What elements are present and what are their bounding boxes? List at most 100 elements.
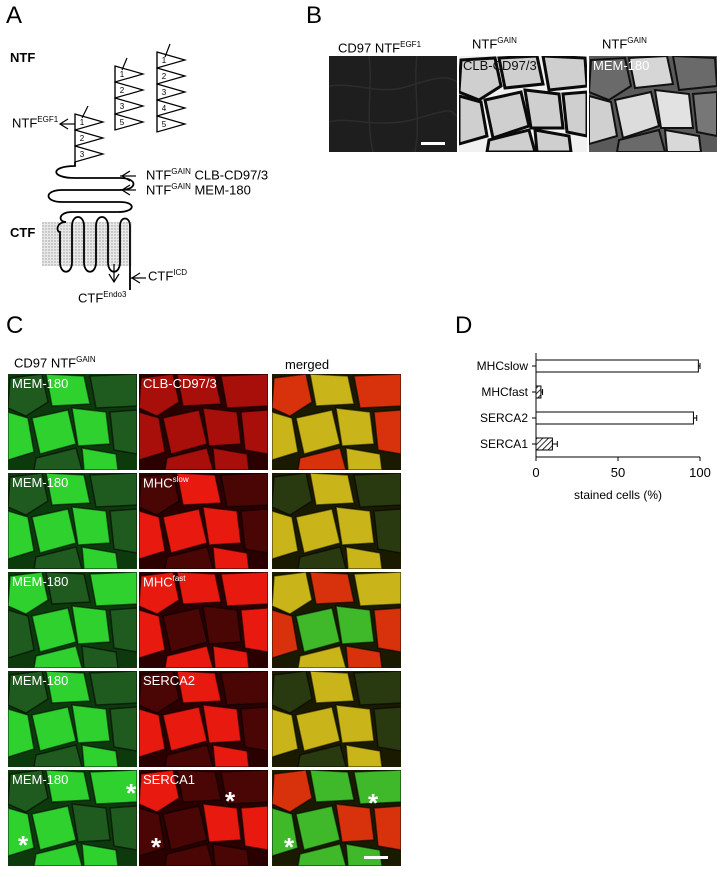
muscle-fiber (8, 807, 35, 857)
x-tick-label: 100 (689, 465, 711, 480)
antibody-ctf-endo3 (108, 264, 120, 284)
tag-red: CLB-CD97/3 (143, 376, 217, 391)
tag-green: MEM-180 (12, 574, 69, 589)
scale-bar (421, 142, 445, 145)
label-ntf-gain-mem: NTFGAIN MEM-180 (146, 182, 251, 198)
micrograph-green-row-4: MEM-180 (8, 671, 137, 767)
muscle-fiber (176, 572, 222, 605)
muscle-fiber (202, 803, 242, 843)
svg-text:2: 2 (120, 86, 125, 95)
muscle-fiber (139, 374, 180, 417)
egf-stack-short (74, 105, 106, 163)
muscle-fiber (353, 572, 401, 607)
asterisk-marker: * (151, 832, 162, 862)
muscle-fiber (8, 473, 49, 516)
bar-MHCslow (535, 359, 699, 373)
svg-text:2: 2 (80, 134, 85, 143)
tag-red: SERCA1 (143, 772, 196, 787)
muscle-fiber (109, 607, 137, 653)
label-ntf-gain-clb: NTFGAIN CLB-CD97/3 (146, 167, 269, 183)
micrograph-green-row-1: MEM-180 (8, 374, 137, 470)
muscle-fiber (295, 409, 341, 455)
muscle-fiber (33, 843, 83, 866)
muscle-fiber (272, 609, 299, 659)
micrograph-red-row-5: SERCA1** (139, 770, 268, 866)
muscle-fiber (353, 374, 401, 409)
micrograph-merged-row-1 (272, 374, 401, 470)
label-ctf-icd: CTFICD (148, 268, 188, 284)
muscle-fiber (8, 708, 35, 758)
muscle-fiber (89, 671, 137, 706)
panel-letter-b: B (306, 2, 323, 29)
muscle-fiber (139, 609, 166, 659)
muscle-fiber (202, 506, 242, 546)
panel-letter-c: C (6, 312, 24, 339)
bar-SERCA1 (535, 437, 553, 451)
muscle-fiber (272, 473, 313, 516)
muscle-fiber (71, 605, 111, 645)
svg-text:3: 3 (80, 150, 85, 159)
ctf-section-label: CTF (10, 225, 36, 240)
muscle-fiber (139, 671, 180, 714)
tag-red: MHCslow (143, 475, 189, 491)
muscle-fiber (31, 508, 77, 554)
muscle-fiber (139, 572, 180, 615)
seven-transmembrane-domain (56, 216, 131, 290)
muscle-fiber (164, 843, 214, 866)
muscle-fiber (89, 572, 137, 607)
muscle-fiber (220, 671, 268, 706)
muscle-fiber (8, 770, 49, 813)
micrograph-ntf-egf1 (329, 56, 457, 152)
tag-red: SERCA2 (143, 673, 196, 688)
muscle-fiber (162, 508, 208, 554)
muscle-fiber (139, 770, 180, 813)
micrograph-red-row-3: MHCfast (139, 572, 268, 668)
muscle-fiber (309, 572, 355, 605)
muscle-fiber (8, 572, 49, 615)
svg-text:3: 3 (162, 88, 167, 97)
muscle-fiber (220, 473, 268, 508)
muscle-fiber (162, 706, 208, 752)
micrograph-green-row-3: MEM-180 (8, 572, 137, 668)
muscle-fiber (109, 409, 137, 455)
muscle-fiber (309, 671, 355, 704)
muscle-fiber (373, 805, 401, 851)
muscle-fiber (345, 843, 383, 866)
muscle-fiber (212, 843, 250, 866)
ntf-section-label: NTF (10, 50, 36, 65)
antibody-ctf-icd (130, 272, 146, 284)
muscle-fiber (162, 409, 208, 455)
bar-SERCA2 (535, 411, 694, 425)
muscle-fiber (81, 744, 119, 767)
egf-stack-5-right (156, 43, 188, 133)
muscle-fiber (164, 744, 214, 767)
muscle-fiber (89, 374, 137, 409)
muscle-fiber (202, 605, 242, 645)
svg-text:4: 4 (162, 104, 167, 113)
muscle-fiber (45, 473, 91, 506)
muscle-fiber (33, 447, 83, 470)
svg-text:3: 3 (120, 102, 125, 111)
muscle-fiber (109, 706, 137, 752)
category-label: MHCslow (477, 359, 529, 373)
egf-num: 1 (162, 56, 167, 65)
x-tick-label: 0 (532, 465, 539, 480)
muscle-fiber (272, 411, 299, 461)
muscle-fiber (353, 671, 401, 706)
muscle-fiber (71, 407, 111, 447)
asterisk-marker: * (284, 832, 295, 862)
muscle-fiber (176, 374, 222, 407)
muscle-fiber (212, 744, 250, 767)
muscle-fiber (81, 546, 119, 569)
micrograph-merged-row-4 (272, 671, 401, 767)
cd97-structure-diagram: 1 2 3 4 5 1 2 3 5 1 2 3 (42, 43, 188, 290)
muscle-fiber (272, 374, 313, 417)
muscle-fiber (45, 374, 91, 407)
muscle-fiber (335, 704, 375, 744)
panel-letter-a: A (6, 2, 23, 29)
muscle-fiber (373, 706, 401, 752)
gain-domain-stalk (47, 162, 135, 223)
muscle-fiber (71, 803, 111, 843)
muscle-fiber (212, 447, 250, 470)
muscle-fiber (81, 447, 119, 470)
